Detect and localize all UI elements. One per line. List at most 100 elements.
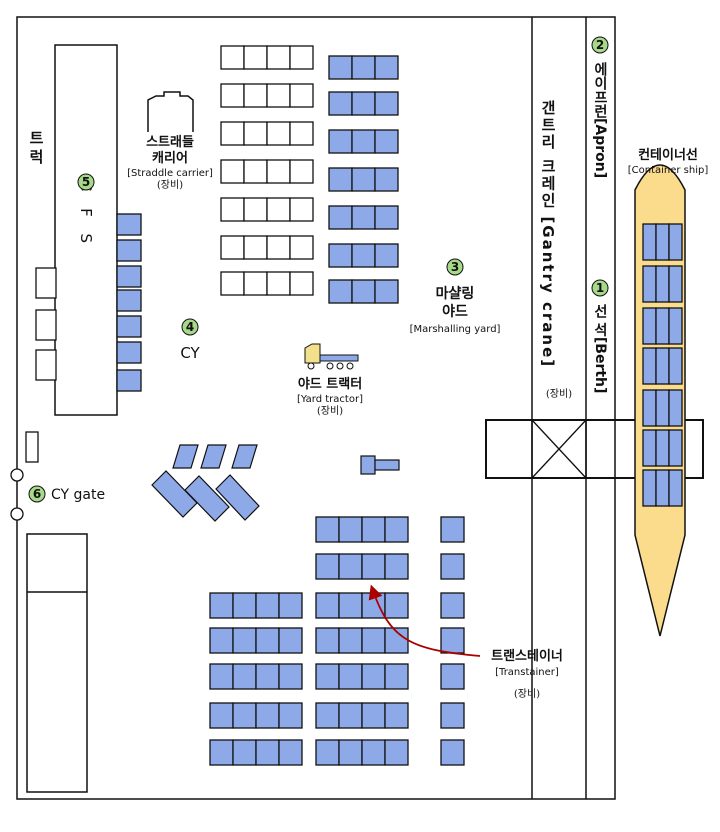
container (328, 91, 353, 116)
container (351, 129, 376, 154)
cfs-container-stack (116, 213, 142, 392)
empty-slot (243, 197, 268, 222)
empty-slot (289, 271, 314, 296)
container (374, 167, 399, 192)
empty-slot (243, 235, 268, 260)
container (374, 129, 399, 154)
container (116, 341, 142, 364)
container (642, 347, 657, 385)
container (315, 627, 340, 654)
cy-gate-badge: 6 (28, 485, 46, 503)
transtainer-note: (장비) (514, 688, 540, 700)
container (361, 663, 386, 690)
container (351, 167, 376, 192)
svg-text:4: 4 (186, 320, 194, 334)
container (315, 516, 340, 543)
yard-tractor-label-ko: 야드 트랙터 (298, 376, 362, 392)
container (328, 279, 353, 304)
container (642, 389, 657, 427)
container (655, 429, 670, 467)
container (209, 663, 234, 690)
transtainer-label-en: [Transtainer] (495, 667, 559, 678)
container (278, 627, 303, 654)
container (351, 55, 376, 80)
empty-slot (220, 45, 245, 70)
empty-slot (220, 271, 245, 296)
container (328, 205, 353, 230)
svg-text:6: 6 (33, 487, 41, 501)
container (374, 205, 399, 230)
container (440, 702, 465, 729)
container (668, 223, 683, 261)
container (642, 265, 657, 303)
truck-label: 트럭 (27, 130, 45, 168)
marshalling-yard-containers (328, 55, 399, 304)
cfs-badge: 5 (77, 173, 95, 191)
straddle-carrier-icon (147, 91, 194, 132)
container (655, 347, 670, 385)
marshalling-yard-label-en: [Marshalling yard] (410, 324, 501, 335)
container (255, 739, 280, 766)
truck-bay (35, 309, 57, 341)
container (655, 223, 670, 261)
container (361, 627, 386, 654)
ship-container-stack (642, 223, 683, 507)
container (642, 223, 657, 261)
container (351, 243, 376, 268)
container (351, 205, 376, 230)
empty-slot (289, 83, 314, 108)
container (642, 429, 657, 467)
container (278, 702, 303, 729)
container (328, 129, 353, 154)
container (338, 739, 363, 766)
empty-slot (266, 45, 291, 70)
truck-bay (35, 349, 57, 381)
container (440, 739, 465, 766)
container (384, 592, 409, 619)
cfs-building (54, 44, 118, 416)
empty-slot (289, 45, 314, 70)
container (384, 663, 409, 690)
container (328, 55, 353, 80)
container (232, 702, 257, 729)
container (278, 592, 303, 619)
empty-slot (243, 45, 268, 70)
container (116, 315, 142, 338)
container (655, 265, 670, 303)
empty-slot (220, 235, 245, 260)
container (278, 663, 303, 690)
gantry-crane-structure (485, 419, 704, 479)
container (440, 516, 465, 543)
container (668, 469, 683, 507)
container (338, 663, 363, 690)
gate-post-bottom (10, 507, 24, 521)
container (642, 307, 657, 345)
cy-badge: 4 (181, 318, 199, 336)
truck-bay (35, 267, 57, 299)
gantry-crane-note: (장비) (546, 388, 572, 400)
container (361, 739, 386, 766)
container (328, 243, 353, 268)
yard-tractor-label-en: [Yard tractor] (297, 394, 363, 405)
container (116, 213, 142, 236)
container (668, 307, 683, 345)
transtainer-label-ko: 트랜스테이너 (491, 648, 563, 664)
empty-slot (220, 159, 245, 184)
cy-gate-label: CY gate (51, 487, 105, 503)
container (116, 369, 142, 392)
empty-slot (220, 197, 245, 222)
container-ship-label-en: [Container ship] (628, 165, 709, 176)
container (338, 553, 363, 580)
empty-slot (266, 235, 291, 260)
marshalling-yard-label-ko-2: 야드 (442, 303, 468, 320)
straddle-carrier-label-en: [Straddle carrier] (127, 168, 213, 179)
container (338, 516, 363, 543)
empty-slot (289, 197, 314, 222)
svg-text:1: 1 (596, 281, 604, 295)
svg-text:2: 2 (596, 38, 604, 52)
container (384, 516, 409, 543)
container (361, 702, 386, 729)
container (116, 265, 142, 288)
marshalling-yard-empty-slots (220, 45, 314, 296)
terminal-boundary (16, 16, 616, 800)
